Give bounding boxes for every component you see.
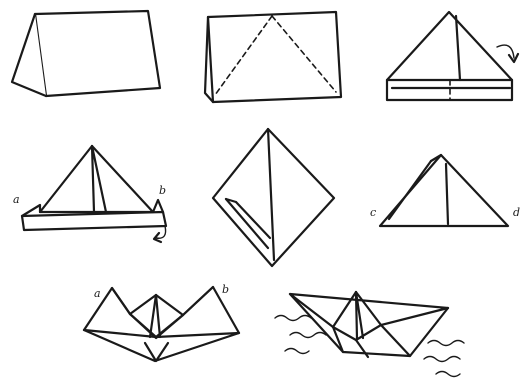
water-wave-icon [275,316,311,321]
step-1-folded-sheet [12,11,160,96]
water-wave-icon [428,341,464,346]
step-8-finished-boat [275,292,464,377]
step-3-triangle-brim [387,12,518,100]
corner-label-d: d [513,206,520,219]
water-wave-icon [436,372,460,377]
corner-label-c: c [370,206,376,219]
water-wave-icon [285,349,309,354]
water-wave-icon [424,357,460,362]
step-7-open-boat: a b [84,283,239,361]
corner-label-b-lower: b [222,283,229,296]
step-6-flat-triangle: c d [370,155,520,226]
step-2-fold-guides [205,12,341,102]
corner-label-b: b [159,184,166,197]
corner-label-a-lower: a [94,287,101,300]
step-4-hat: a b [13,146,166,242]
fold-up-arrow-icon [497,45,514,58]
water-wave-icon [290,333,326,338]
step-5-diamond [213,129,334,266]
corner-label-a: a [13,193,20,206]
